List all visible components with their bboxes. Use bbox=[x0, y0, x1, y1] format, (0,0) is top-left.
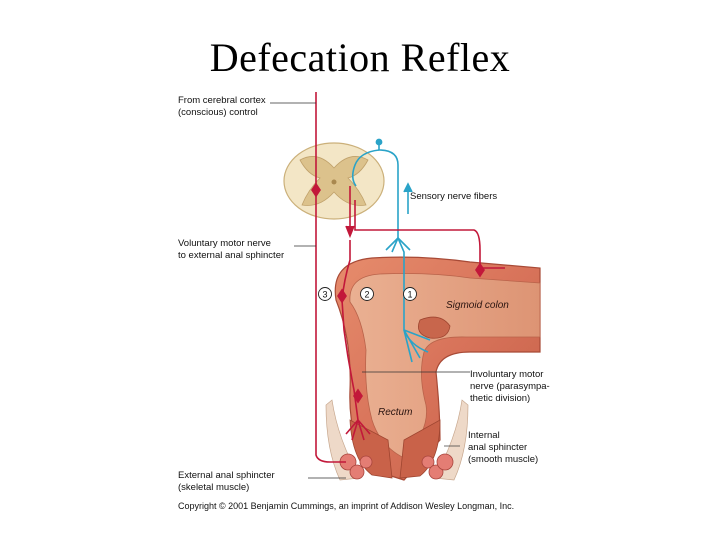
cortex-label-line1: From cerebral cortex bbox=[178, 95, 266, 106]
slide-title: Defecation Reflex bbox=[209, 35, 511, 80]
pelvic-floor bbox=[325, 399, 469, 481]
step-markers: 3 2 1 bbox=[318, 287, 417, 301]
internal-sphincter-label-line3: (smooth muscle) bbox=[468, 454, 538, 465]
step-2-label: 2 bbox=[364, 290, 369, 300]
internal-sphincter-label-line1: Internal bbox=[468, 430, 500, 441]
step-2-marker bbox=[360, 287, 374, 301]
external-sphincter-label-line2: (skeletal muscle) bbox=[178, 482, 249, 493]
involuntary-nerve-label-line3: thetic division) bbox=[470, 393, 530, 404]
cortex-descending-nerve bbox=[315, 92, 346, 463]
motor-nerves bbox=[311, 92, 505, 463]
colon-lumen bbox=[349, 273, 541, 459]
step-1-marker bbox=[403, 287, 417, 301]
cortex-label-line2: (conscious) control bbox=[178, 107, 258, 118]
involuntary-nerve-label-line1: Involuntary motor bbox=[470, 369, 543, 380]
diagram-labels: From cerebral cortex (conscious) control… bbox=[178, 95, 550, 511]
voluntary-nerve-label-line2: to external anal sphincter bbox=[178, 250, 284, 261]
external-sphincter-label-line1: External anal sphincter bbox=[178, 470, 275, 481]
voluntary-nerve-label-line1: Voluntary motor nerve bbox=[178, 238, 271, 249]
sigmoid-colon-label: Sigmoid colon bbox=[446, 300, 509, 311]
central-canal bbox=[331, 179, 337, 185]
rectum-label: Rectum bbox=[378, 407, 412, 418]
sensory-nerve bbox=[351, 138, 431, 363]
external-sphincter bbox=[339, 453, 454, 480]
step-1-label: 1 bbox=[407, 290, 412, 300]
step-3-marker bbox=[318, 287, 332, 301]
colon-fold bbox=[417, 316, 451, 339]
copyright-notice: Copyright © 2001 Benjamin Cummings, an i… bbox=[178, 501, 514, 511]
colon-rectum bbox=[334, 256, 541, 481]
step-3-label: 3 bbox=[322, 290, 327, 300]
spinal-cord bbox=[283, 142, 385, 220]
internal-sphincter-label-line2: anal sphincter bbox=[468, 442, 527, 453]
leader-lines bbox=[270, 102, 460, 479]
involuntary-nerve-label-line2: nerve (parasympa- bbox=[470, 381, 550, 392]
sensory-fibers-label: Sensory nerve fibers bbox=[410, 191, 497, 202]
